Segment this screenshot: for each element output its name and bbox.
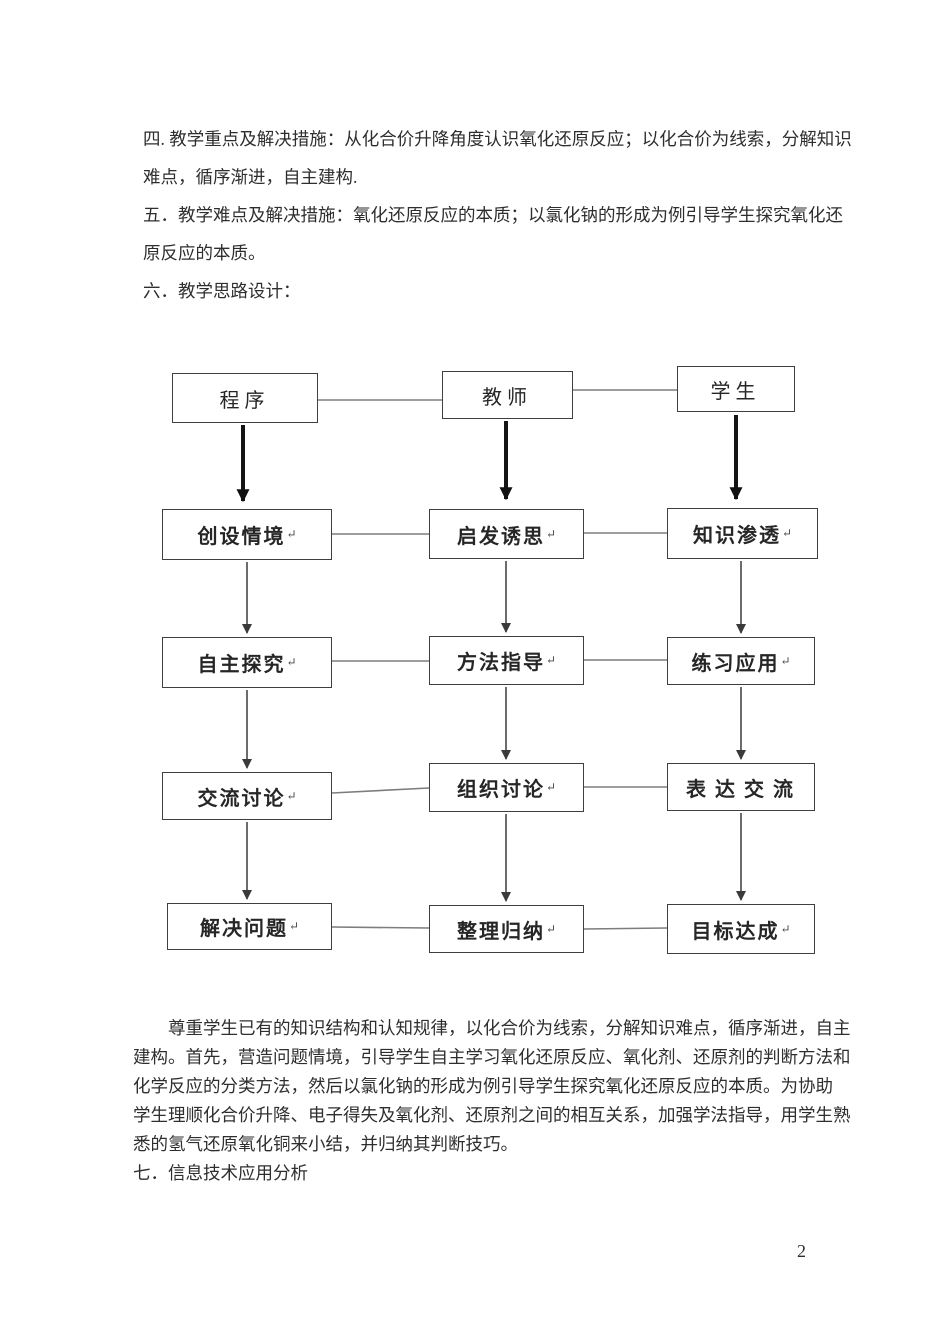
- section-heading-seven: 七．信息技术应用分析: [133, 1163, 308, 1183]
- summary-text-block: 尊重学生已有的知识结构和认知规律，以化合价为线索，分解知识难点，循序渐进，自主 …: [133, 1014, 851, 1188]
- text-line-five-1: 五．教学难点及解决措施：氧化还原反应的本质；以氯化钠的形成为例引导学生探究氧化还: [143, 205, 843, 225]
- flow-node-label: 教师: [482, 386, 532, 409]
- return-mark: ↵: [545, 653, 557, 667]
- return-mark: ↵: [288, 919, 300, 933]
- flow-node-label: 表 达 交 流: [686, 778, 795, 801]
- text-line-four-1: 四. 教学重点及解决措施：从化合价升降角度认识氧化还原反应；以化合价为线索，分解…: [143, 129, 852, 149]
- flow-node-label: 目标达成: [691, 920, 780, 943]
- flow-node-solve-problems: 解决问题↵: [167, 903, 332, 950]
- summary-line-5: 悉的氢气还原氧化铜来小结，并归纳其判断技巧。: [133, 1134, 518, 1154]
- flow-node-practice-application: 练习应用↵: [667, 637, 815, 685]
- return-mark: ↵: [286, 788, 297, 803]
- return-mark: ↵: [545, 921, 557, 936]
- flow-node-label: 启发诱思: [456, 525, 545, 548]
- flow-node-label: 整理归纳: [456, 920, 545, 943]
- flow-node-label: 程序: [219, 389, 270, 412]
- summary-line-2: 建构。首先，营造问题情境，引导学生自主学习氧化还原反应、氧化剂、还原剂的判断方法…: [133, 1047, 851, 1067]
- summary-line-1: 尊重学生已有的知识结构和认知规律，以化合价为线索，分解知识难点，循序渐进，自主: [133, 1018, 851, 1038]
- flow-node-organize-discussion: 组织讨论↵: [429, 763, 584, 812]
- summary-line-3: 化学反应的分类方法，然后以氯化钠的形成为例引导学生探究氧化还原反应的本质。为协助: [133, 1076, 833, 1096]
- flow-node-label: 练习应用: [691, 652, 780, 675]
- flow-node-goal-achievement: 目标达成↵: [667, 904, 815, 954]
- thick-down-arrows: [236, 415, 743, 503]
- flow-node-self-exploration: 自主探究↵: [162, 637, 332, 688]
- flow-node-label: 知识渗透: [692, 525, 781, 547]
- flow-node-label: 创设情境: [197, 526, 286, 548]
- return-mark: ↵: [286, 655, 297, 669]
- summary-line-4: 学生理顺化合价升降、电子得失及氧化剂、还原剂之间的相互关系，加强学法指导，用学生…: [133, 1105, 851, 1125]
- text-line-four-2: 难点，循序渐进，自主建构.: [143, 167, 358, 187]
- flow-node-summarize-induce: 整理归纳↵: [429, 905, 584, 953]
- flow-node-label: 方法指导: [456, 652, 545, 674]
- flow-node-label: 解决问题: [199, 918, 288, 940]
- flow-node-student: 学生: [677, 366, 795, 412]
- flow-node-label: 组织讨论: [456, 779, 545, 801]
- return-mark: ↵: [780, 653, 791, 668]
- return-mark: ↵: [545, 526, 557, 541]
- flow-node-knowledge-permeation: 知识渗透↵: [667, 508, 818, 559]
- text-line-five-2: 原反应的本质。: [143, 243, 266, 263]
- flow-node-teacher: 教师: [442, 371, 573, 419]
- flow-node-label: 自主探究: [197, 654, 286, 676]
- return-mark: ↵: [781, 526, 793, 540]
- flow-node-express-communicate: 表 达 交 流: [667, 763, 815, 811]
- thin-down-arrows: [242, 561, 746, 902]
- return-mark: ↵: [286, 527, 297, 541]
- flow-node-inspire-thinking: 启发诱思↵: [429, 509, 584, 559]
- section-heading-six: 六．教学思路设计：: [143, 281, 301, 301]
- flow-node-program: 程序: [172, 373, 318, 423]
- flow-node-label: 学生: [710, 380, 761, 403]
- page-number: 2: [797, 1241, 806, 1261]
- flow-node-exchange-discussion: 交流讨论↵: [162, 772, 332, 820]
- flow-node-method-guidance: 方法指导↵: [429, 636, 584, 685]
- intro-text-block: 四. 教学重点及解决措施：从化合价升降角度认识氧化还原反应；以化合价为线索，分解…: [143, 120, 852, 310]
- horizontal-connector-lines: [318, 389, 677, 930]
- return-mark: ↵: [780, 921, 791, 936]
- return-mark: ↵: [545, 780, 557, 794]
- flow-node-create-situation: 创设情境↵: [162, 509, 332, 560]
- flow-node-label: 交流讨论: [197, 787, 286, 810]
